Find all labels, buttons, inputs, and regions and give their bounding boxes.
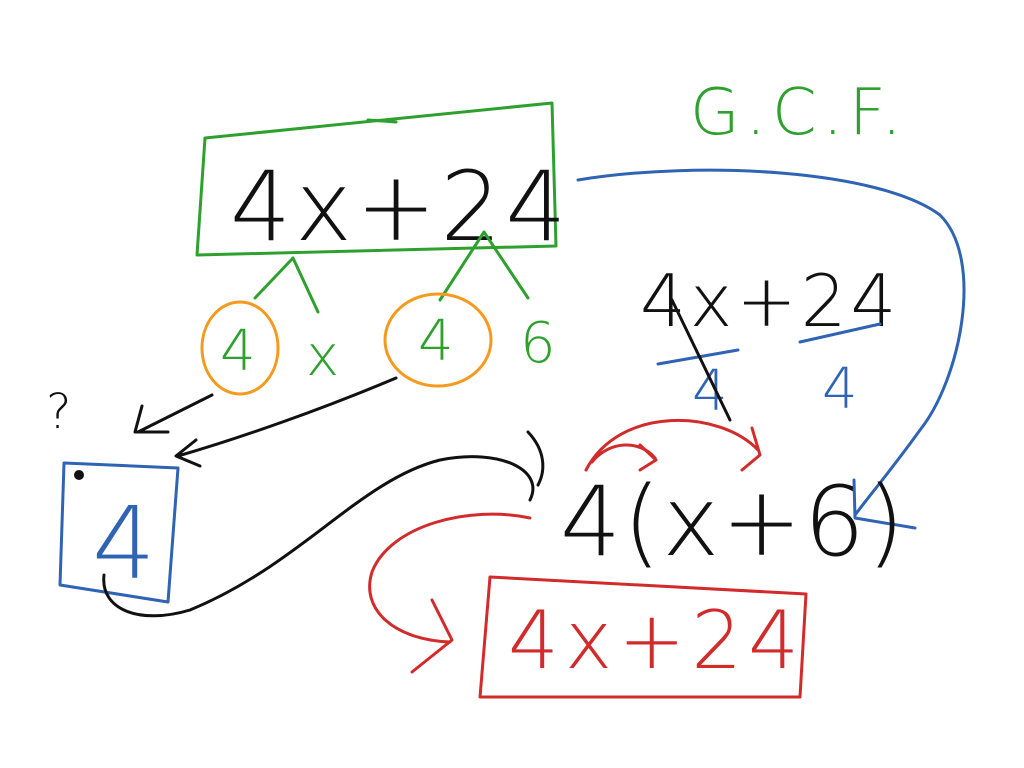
arrow-expression-to-factored: [576, 168, 966, 530]
tree-branch-left: [253, 256, 320, 314]
factor-x: x: [306, 324, 339, 389]
box-mark: [366, 118, 398, 124]
division-bar-right: [798, 322, 882, 344]
dot: [74, 470, 84, 480]
arrow-factored-to-check: [368, 512, 532, 674]
arrow-right-to-result: [174, 376, 398, 468]
circle-left-factor: [200, 300, 280, 396]
check-box: [478, 575, 808, 699]
divisor-right: 4: [822, 357, 858, 422]
divisor-left: 4: [692, 359, 728, 424]
arrow-left-to-result: [133, 393, 214, 434]
connector-tick: [526, 430, 545, 487]
circle-right-factor: [383, 292, 493, 388]
factor-6: 6: [520, 311, 556, 376]
distribute-arrow-2: [584, 419, 762, 472]
question-mark: ?: [46, 384, 71, 440]
expression-box: [195, 101, 558, 257]
factor-4-right: 4: [418, 309, 454, 374]
factored-form: 4(x+6): [560, 466, 906, 578]
distribute-arrow-1: [590, 443, 658, 472]
factor-4-left: 4: [220, 319, 256, 384]
check-expression: 4x+24: [508, 594, 805, 687]
connector-result-to-factored: [102, 455, 535, 618]
gcf-title: G.C.F.: [690, 76, 908, 150]
gcf-result-value: 4: [92, 485, 156, 602]
cancel-slash: [670, 298, 732, 422]
gcf-result-box: [58, 461, 180, 604]
main-expression: 4x+24: [230, 151, 570, 263]
tree-branch-right: [438, 230, 530, 302]
division-expression: 4x+24: [640, 259, 900, 343]
